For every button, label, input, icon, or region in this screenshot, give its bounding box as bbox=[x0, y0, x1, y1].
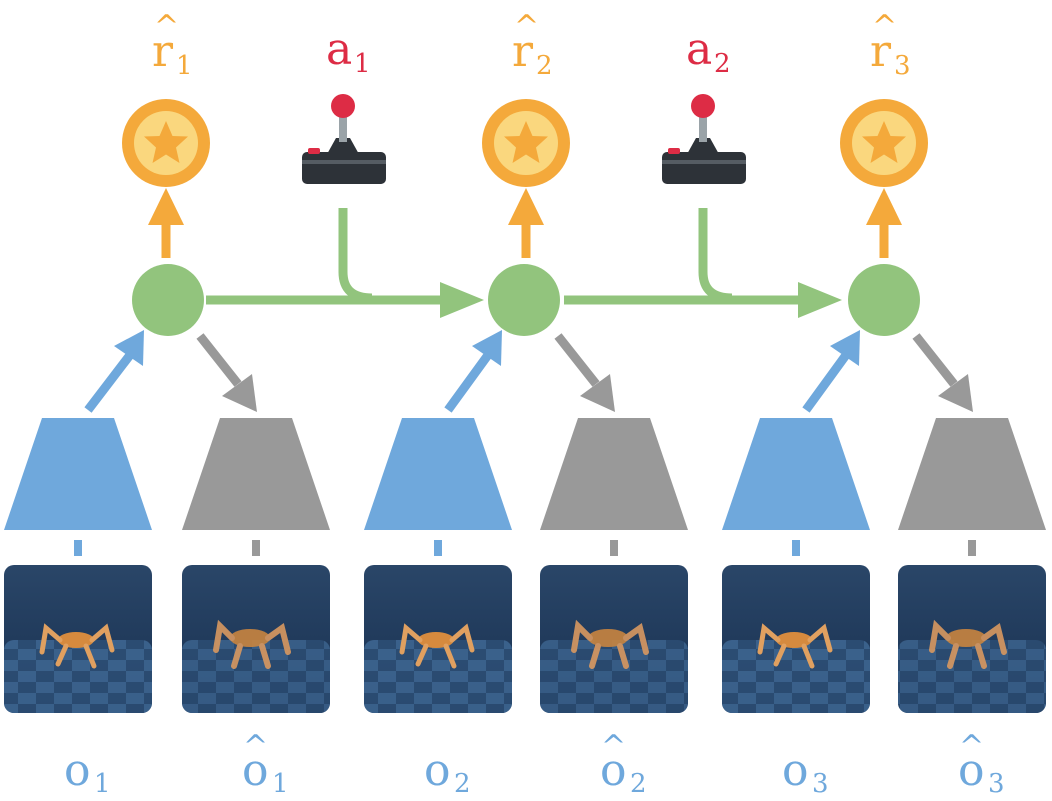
decoder-arrow-head bbox=[222, 374, 257, 412]
reward-arrow-head bbox=[866, 188, 902, 225]
joystick-icon bbox=[302, 94, 386, 184]
step-2: r ^ 2 bbox=[364, 9, 688, 799]
action-input-arrow bbox=[338, 208, 373, 303]
decoder-arrow bbox=[912, 333, 958, 387]
step-1: r ^ 1 bbox=[4, 9, 330, 799]
reconstruction-hat: ^ bbox=[601, 729, 626, 764]
observation-subscript: 2 bbox=[454, 769, 471, 799]
encoder-arrow-head bbox=[830, 330, 860, 366]
decoder-block bbox=[182, 418, 330, 530]
reconstruction-label: o bbox=[958, 745, 985, 796]
reconstruction-subscript: 1 bbox=[272, 769, 289, 799]
encoder-block bbox=[722, 418, 870, 530]
encoder-arrow-head bbox=[114, 330, 144, 366]
action-label: a bbox=[686, 24, 712, 75]
reconstruction-hat: ^ bbox=[243, 729, 268, 764]
reconstruction-label: o bbox=[242, 745, 269, 796]
decoder-block bbox=[898, 418, 1046, 530]
encoder-connector bbox=[434, 540, 442, 556]
reconstruction-frame bbox=[540, 565, 688, 713]
action-subscript: 1 bbox=[354, 49, 371, 79]
encoder-block bbox=[4, 418, 152, 530]
action-input-arrow bbox=[698, 208, 733, 303]
decoder-arrow-head bbox=[938, 374, 973, 412]
step-3: r ^ 3 bbox=[722, 9, 1046, 799]
observation-frame bbox=[722, 565, 870, 713]
state-node bbox=[488, 264, 560, 336]
observation-label: o bbox=[782, 745, 809, 796]
reconstruction-hat: ^ bbox=[959, 729, 984, 764]
star-coin-icon bbox=[122, 99, 210, 187]
decoder-arrow-head bbox=[580, 374, 615, 412]
decoder-block bbox=[540, 418, 688, 530]
decoder-connector bbox=[610, 540, 618, 556]
encoder-connector bbox=[74, 540, 82, 556]
reconstruction-subscript: 2 bbox=[630, 769, 647, 799]
encoder-arrow-head bbox=[472, 330, 502, 366]
observation-subscript: 1 bbox=[94, 769, 111, 799]
encoder-connector bbox=[792, 540, 800, 556]
reconstruction-subscript: 3 bbox=[988, 769, 1005, 799]
action-1: a 1 bbox=[302, 24, 386, 303]
reward-arrow-head bbox=[148, 188, 184, 225]
reward-subscript: 1 bbox=[176, 51, 193, 81]
reward-arrow-head bbox=[508, 188, 544, 225]
decoder-connector bbox=[252, 540, 260, 556]
observation-label: o bbox=[424, 745, 451, 796]
encoder-arrow bbox=[444, 352, 492, 413]
reconstruction-label: o bbox=[600, 745, 627, 796]
reward-hat: ^ bbox=[154, 9, 179, 44]
reward-label: r bbox=[870, 26, 892, 77]
encoder-arrow bbox=[802, 352, 850, 413]
decoder-arrow bbox=[196, 333, 242, 387]
reconstruction-frame bbox=[898, 565, 1046, 713]
observation-subscript: 3 bbox=[812, 769, 829, 799]
decoder-arrow bbox=[554, 333, 600, 387]
star-coin-icon bbox=[840, 99, 928, 187]
joystick-icon bbox=[662, 94, 746, 184]
action-subscript: 2 bbox=[714, 49, 731, 79]
observation-frame bbox=[4, 565, 152, 713]
observation-label: o bbox=[64, 745, 91, 796]
reward-subscript: 2 bbox=[536, 51, 553, 81]
encoder-arrow bbox=[84, 352, 134, 413]
decoder-connector bbox=[968, 540, 976, 556]
reward-label: r bbox=[152, 26, 174, 77]
reward-label: r bbox=[512, 26, 534, 77]
reward-hat: ^ bbox=[514, 9, 539, 44]
reward-hat: ^ bbox=[872, 9, 897, 44]
action-2: a 2 bbox=[662, 24, 746, 303]
transition-arrow-head bbox=[798, 282, 842, 318]
state-node bbox=[132, 264, 204, 336]
transition-arrow-head bbox=[440, 282, 484, 318]
action-label: a bbox=[326, 24, 352, 75]
observation-frame bbox=[364, 565, 512, 713]
reconstruction-frame bbox=[182, 565, 330, 713]
state-node bbox=[848, 264, 920, 336]
star-coin-icon bbox=[482, 99, 570, 187]
reward-subscript: 3 bbox=[894, 51, 911, 81]
encoder-block bbox=[364, 418, 512, 530]
